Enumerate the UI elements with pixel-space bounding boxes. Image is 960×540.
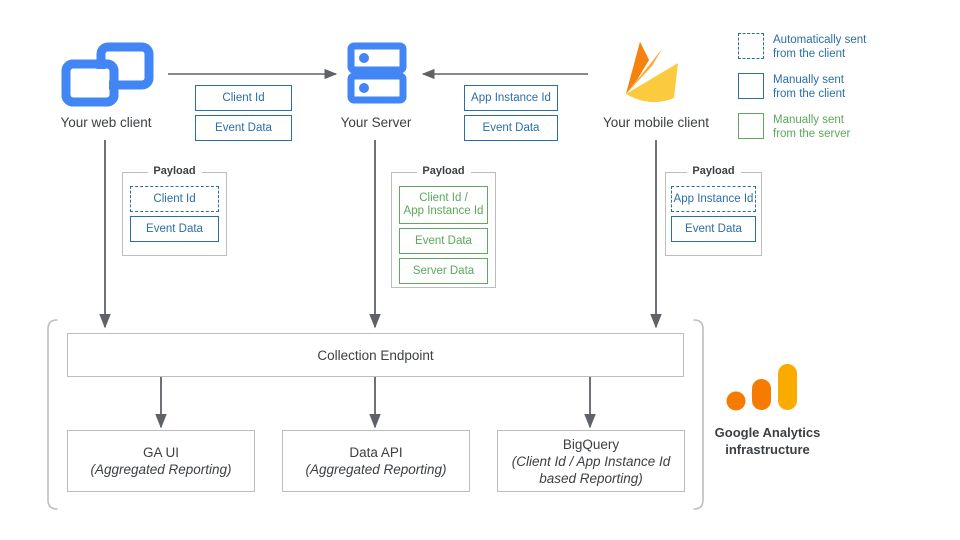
legend: Automatically sent from the client Manua… bbox=[738, 33, 943, 141]
payload-item-client-or-app-instance-id: Client Id / App Instance Id bbox=[399, 186, 488, 224]
mobile-client-node: Your mobile client bbox=[590, 36, 722, 130]
mobile-to-server-chips: App Instance Id Event Data bbox=[464, 85, 558, 141]
payload-item-client-id: Client Id bbox=[130, 186, 219, 212]
google-analytics-infrastructure: Google Analytics infrastructure bbox=[700, 362, 835, 458]
payload-title: Payload bbox=[686, 165, 741, 177]
payload-item-event-data: Event Data bbox=[399, 228, 488, 254]
bigquery-box: BigQuery (Client Id / App Instance Id ba… bbox=[497, 430, 685, 492]
payload-item-event-data: Event Data bbox=[130, 216, 219, 242]
ga-ui-box: GA UI (Aggregated Reporting) bbox=[67, 430, 255, 492]
chip-client-id: Client Id bbox=[195, 85, 292, 111]
web-client-payload: Payload Client Id Event Data bbox=[122, 165, 227, 256]
legend-swatch-dashed-blue-icon bbox=[738, 33, 764, 59]
legend-swatch-solid-blue-icon bbox=[738, 73, 764, 99]
ga-ui-title: GA UI bbox=[142, 445, 179, 460]
bigquery-title: BigQuery bbox=[562, 436, 620, 452]
ga-ui-subtitle: (Aggregated Reporting) bbox=[90, 462, 232, 477]
legend-label-line2: from the client bbox=[773, 88, 846, 100]
legend-item-manual-server: Manually sent from the server bbox=[738, 113, 943, 141]
bigquery-subtitle: (Client Id / App Instance Id based Repor… bbox=[511, 453, 671, 486]
data-api-title: Data API bbox=[349, 445, 403, 460]
legend-item-manual-client: Manually sent from the client bbox=[738, 73, 943, 101]
google-analytics-icon bbox=[726, 364, 797, 411]
payload-item-app-instance-id: App Instance Id bbox=[671, 186, 756, 212]
web-client-label: Your web client bbox=[60, 115, 152, 130]
chip-app-instance-id: App Instance Id bbox=[464, 85, 558, 111]
server-icon bbox=[347, 42, 407, 104]
legend-label-line1: Automatically sent bbox=[773, 34, 867, 46]
data-api-subtitle: (Aggregated Reporting) bbox=[305, 462, 447, 477]
payload-title: Payload bbox=[147, 165, 202, 177]
firebase-icon bbox=[626, 42, 678, 103]
web-client-node: Your web client bbox=[40, 36, 172, 130]
server-payload: Payload Client Id / App Instance Id Even… bbox=[391, 165, 496, 288]
legend-swatch-solid-green-icon bbox=[738, 113, 764, 139]
legend-item-automatic-client: Automatically sent from the client bbox=[738, 33, 943, 61]
web-to-server-chips: Client Id Event Data bbox=[195, 85, 292, 141]
legend-label-line2: from the server bbox=[773, 128, 851, 140]
data-api-box: Data API (Aggregated Reporting) bbox=[282, 430, 470, 492]
legend-label-line2: from the client bbox=[773, 48, 846, 60]
mobile-client-payload: Payload App Instance Id Event Data bbox=[665, 165, 762, 256]
ga-infrastructure-caption-line2: infrastructure bbox=[725, 442, 810, 457]
legend-label-line1: Manually sent bbox=[773, 74, 844, 86]
legend-label-line1: Manually sent bbox=[773, 114, 844, 126]
bracket-right bbox=[693, 319, 704, 510]
payload-item-server-data: Server Data bbox=[399, 258, 488, 284]
collection-endpoint-label: Collection Endpoint bbox=[317, 347, 434, 363]
mobile-client-label: Your mobile client bbox=[602, 115, 710, 130]
bracket-left bbox=[47, 319, 58, 510]
server-label: Your Server bbox=[340, 115, 412, 130]
web-client-icon bbox=[61, 42, 154, 107]
payload-title: Payload bbox=[416, 165, 471, 177]
ga-infrastructure-caption-line1: Google Analytics bbox=[714, 425, 821, 440]
collection-endpoint-box: Collection Endpoint bbox=[67, 333, 684, 377]
payload-item-event-data: Event Data bbox=[671, 216, 756, 242]
server-node: Your Server bbox=[310, 36, 442, 130]
chip-event-data: Event Data bbox=[195, 115, 292, 141]
chip-event-data: Event Data bbox=[464, 115, 558, 141]
